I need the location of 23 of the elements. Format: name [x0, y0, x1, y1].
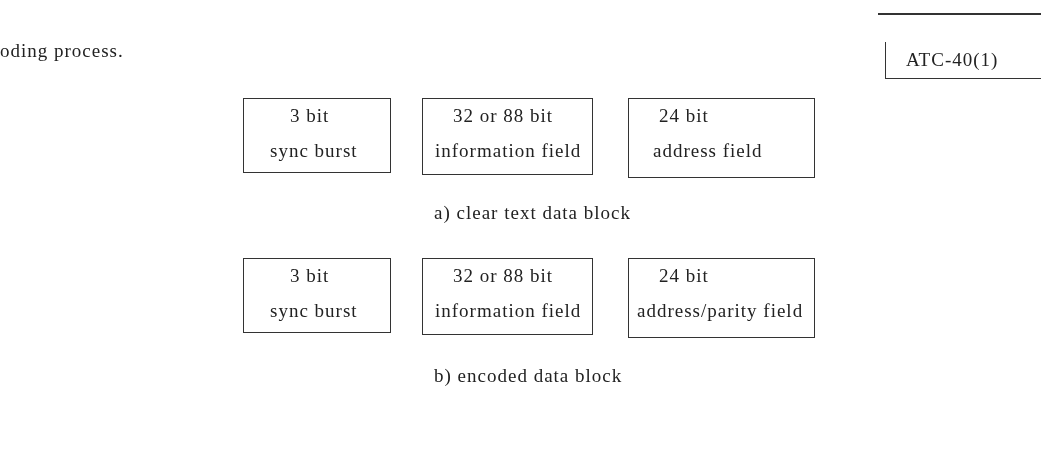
field-name: address/parity field	[637, 300, 804, 322]
bit-count: 24 bit	[659, 265, 709, 287]
bit-count: ATC-40(1)	[906, 49, 999, 71]
field-box	[243, 98, 391, 173]
field-name: sync burst	[270, 300, 358, 322]
caption: a) clear text data block	[434, 202, 631, 224]
field-name: information field	[435, 140, 582, 162]
label-tag	[885, 42, 1041, 79]
bit-count: 3 bit	[290, 105, 330, 127]
field-name: address field	[653, 140, 763, 162]
bit-count: 24 bit	[659, 105, 709, 127]
field-box	[422, 98, 593, 175]
field-name: sync burst	[270, 140, 358, 162]
bit-count: 32 or 88 bit	[453, 265, 554, 287]
field-name: information field	[435, 300, 582, 322]
caption: b) encoded data block	[434, 365, 623, 387]
field-box	[628, 258, 815, 338]
field-box	[243, 258, 391, 333]
bit-count: 32 or 88 bit	[453, 105, 554, 127]
text-fragment: oding process.	[0, 40, 124, 62]
field-box	[422, 258, 593, 335]
bit-count: 3 bit	[290, 265, 330, 287]
field-box	[628, 98, 815, 178]
